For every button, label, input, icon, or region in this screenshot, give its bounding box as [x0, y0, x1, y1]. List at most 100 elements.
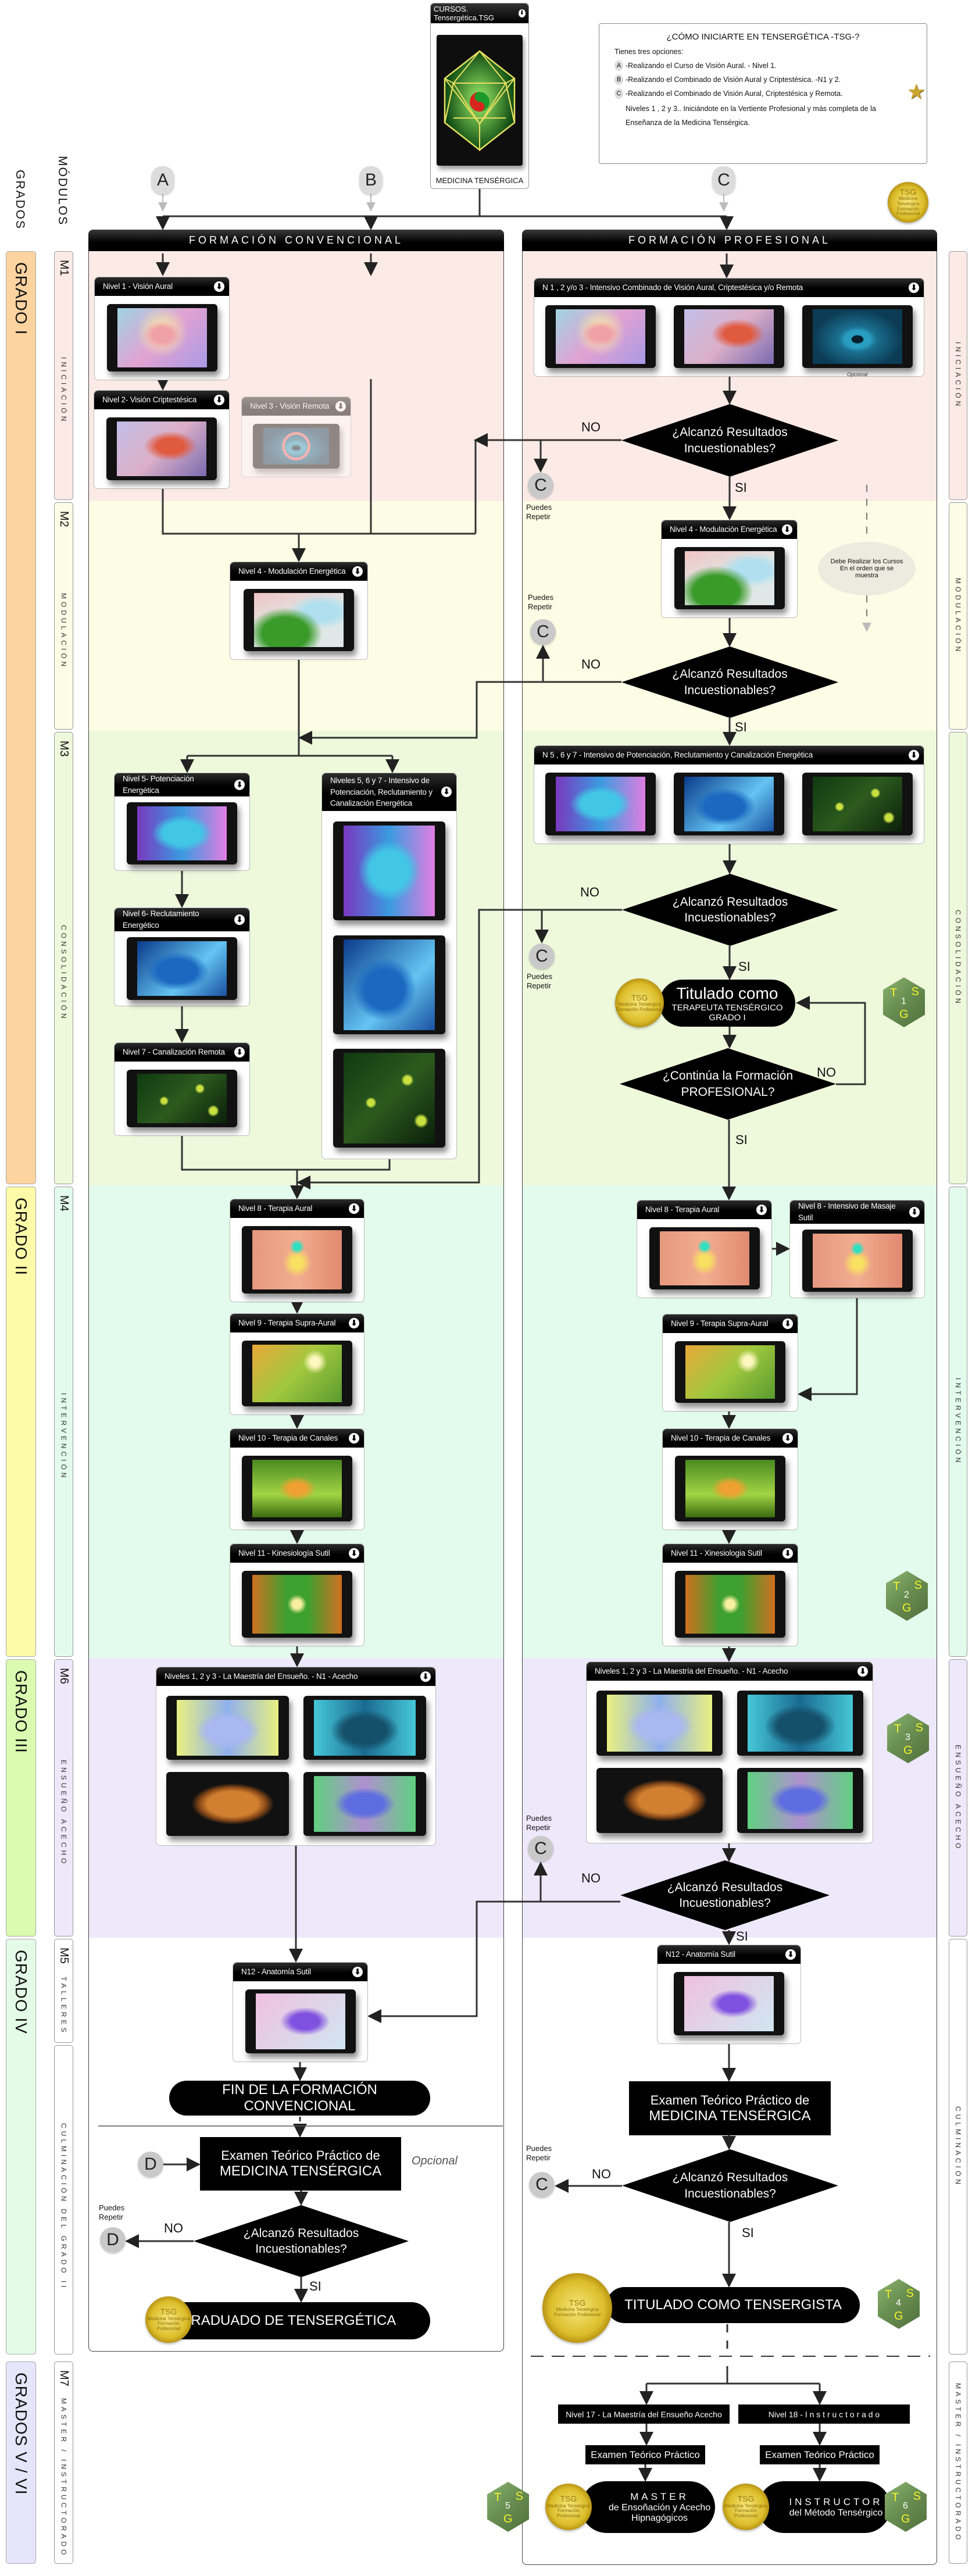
course-card[interactable]: Nivel 10 - Terapia de Canales⬇	[662, 1428, 798, 1530]
download-icon[interactable]: ⬇	[349, 1548, 359, 1559]
download-icon[interactable]: ⬇	[349, 1203, 359, 1214]
course-card[interactable]: Nivel 11 - Xinesiologia Sutil⬇	[662, 1544, 798, 1646]
legend-intro: Tienes tres opciones:	[614, 48, 684, 56]
download-icon[interactable]: ⬇	[785, 1949, 796, 1960]
repeat-marker-c[interactable]: C	[528, 1836, 553, 1862]
download-icon[interactable]: ⬇	[214, 395, 224, 405]
download-icon[interactable]: ⬇	[234, 914, 245, 925]
course-card[interactable]: N12 - Anatomía Sutil⬇	[233, 1962, 368, 2062]
course-card[interactable]: Nivel 1 - Visión Aural⬇	[94, 277, 230, 380]
courses-card[interactable]: CURSOS. Tensergética.TSG ⬇ MEDICINA TENS…	[430, 3, 529, 189]
download-icon[interactable]: ⬇	[756, 1205, 767, 1215]
course-card[interactable]: Nivel 4 - Modulación Energética⬇	[661, 520, 798, 618]
badge-g: G	[894, 2310, 903, 2323]
course-thumbnail-hand	[684, 309, 774, 364]
course-thumbnail-blue-body	[137, 941, 227, 996]
course-card[interactable]: Nivel 7 - Canalización Remota⬇	[114, 1042, 250, 1136]
download-icon[interactable]: ⬇	[909, 750, 919, 760]
card-title: Nivel 4 - Modulación Energética	[238, 567, 346, 576]
course-thumbnail-blue-head	[344, 826, 435, 917]
repeat-marker-c[interactable]: C	[529, 2172, 555, 2198]
repeat-marker-d[interactable]: D	[100, 2227, 126, 2253]
card-header: N 5 , 6 y 7 - Intensivo de Potenciación,…	[534, 746, 924, 764]
decision-line-1: ¿Alcanzó Resultados	[672, 426, 788, 440]
download-icon[interactable]: ⬇	[782, 1319, 793, 1329]
download-icon[interactable]: ⬇	[782, 524, 792, 535]
download-icon[interactable]: ⬇	[234, 780, 245, 790]
decision-line-2: Incuestionables?	[684, 683, 776, 697]
repeat-marker-c[interactable]: C	[528, 473, 553, 498]
download-icon[interactable]: ⬇	[441, 787, 452, 798]
module-name: CULMINACIÓN	[954, 2106, 962, 2187]
module-label-right: CONSOLIDACIÓN	[949, 732, 967, 1184]
seal-line-2: Formación Profesional	[734, 2508, 758, 2519]
module-label-right: INTERVENCIÓN	[949, 1187, 967, 1657]
module-label-right: CULMINACIÓN	[949, 1939, 967, 2355]
course-card[interactable]: Nivel 8 - Intensivo de Masaje Sutil⬇	[789, 1200, 925, 1298]
download-icon[interactable]: ⬇	[352, 1967, 363, 1977]
course-card[interactable]: N12 - Anatomía Sutil⬇	[657, 1945, 801, 2044]
download-icon[interactable]: ⬇	[214, 281, 224, 292]
thumbnail-frame	[166, 1695, 289, 1760]
course-card[interactable]: Nivel 3 - Visión Remota⬇	[241, 396, 351, 477]
module-code: M4	[58, 1195, 70, 1212]
repeat-label: Puedes Repetir	[526, 2144, 552, 2162]
course-thumbnail-eye-blocked	[263, 428, 329, 465]
download-icon[interactable]: ⬇	[335, 401, 346, 412]
thumbnail-frame	[649, 1227, 760, 1289]
course-card[interactable]: Nivel 8 - Terapia Aural⬇	[230, 1199, 364, 1302]
download-icon[interactable]: ⬇	[234, 1047, 245, 1057]
course-card[interactable]: Nivel 11 - Kinesiología Sutil⬇	[230, 1544, 364, 1646]
seal-line-2: Formación Profesional	[556, 2508, 581, 2519]
course-thumbnail-blue-head	[556, 777, 646, 831]
download-icon[interactable]: ⬇	[857, 1666, 868, 1677]
grade-name: GRADO II	[12, 1198, 30, 1276]
thumbnail-frame	[674, 547, 785, 609]
download-icon[interactable]: ⬇	[349, 1433, 359, 1444]
course-card[interactable]: Nivel 6- Reclutamiento Energético⬇	[114, 908, 250, 1006]
option-text: -Realizando el Curso de Visión Aural. - …	[626, 62, 777, 70]
repeat-label: Puedes Repetir	[99, 2203, 125, 2221]
card-images	[230, 1218, 364, 1302]
download-icon[interactable]: ⬇	[909, 1207, 920, 1217]
card-images	[663, 1448, 798, 1530]
card-images	[115, 931, 249, 1006]
course-card[interactable]: Nivel 4 - Modulación Energética ⬇	[230, 562, 368, 660]
course-card[interactable]: Nivel 5- Potenciación Energética⬇	[114, 773, 250, 871]
course-card[interactable]: Nivel 2- Visión Criptestésica⬇	[94, 390, 230, 489]
card-title: Nivel 9 - Terapia Supra-Aural	[671, 1319, 769, 1328]
start-option-c[interactable]: C	[712, 166, 735, 194]
course-card[interactable]: Niveles 5, 6 y 7 - Intensivo de Potencia…	[321, 773, 457, 1159]
download-icon[interactable]: ⬇	[349, 1318, 359, 1328]
module-label-right: ENSUEÑO ACECHO	[949, 1659, 967, 1937]
course-card[interactable]: N 1 , 2 y/o 3 - Intensivo Combinado de V…	[534, 278, 924, 377]
repeat-marker-c[interactable]: C	[530, 619, 556, 645]
start-option-b[interactable]: B	[359, 166, 383, 194]
badge-number: 4	[896, 2298, 901, 2308]
download-icon[interactable]: ⬇	[518, 9, 526, 17]
repeat-marker-d[interactable]: D	[138, 2152, 163, 2177]
download-icon[interactable]: ⬇	[782, 1548, 793, 1559]
course-card[interactable]: N 5 , 6 y 7 - Intensivo de Potenciación,…	[534, 745, 924, 844]
download-icon[interactable]: ⬇	[782, 1433, 793, 1444]
card-header: Niveles 1, 2 y 3 - La Maestría del Ensue…	[156, 1667, 435, 1686]
course-card[interactable]: Nivel 8 - Terapia Aural⬇	[637, 1200, 772, 1298]
thumbnail-frame	[242, 1456, 352, 1521]
course-card[interactable]: Nivel 10 - Terapia de Canales⬇	[230, 1428, 364, 1530]
repeat-marker-c[interactable]: C	[529, 944, 555, 969]
course-card[interactable]: Niveles 1, 2 y 3 - La Maestría del Ensue…	[586, 1662, 873, 1843]
card-images	[230, 1448, 364, 1530]
start-option-a[interactable]: A	[151, 166, 174, 194]
download-icon[interactable]: ⬇	[420, 1671, 431, 1682]
course-card[interactable]: Nivel 9 - Terapia Supra-Aural⬇	[230, 1313, 364, 1415]
download-icon[interactable]: ⬇	[352, 566, 363, 577]
download-icon[interactable]: ⬇	[909, 283, 919, 293]
course-card[interactable]: Niveles 1, 2 y 3 - La Maestría del Ensue…	[156, 1667, 436, 1846]
course-card[interactable]: Nivel 9 - Terapia Supra-Aural ⬇	[662, 1314, 798, 1412]
